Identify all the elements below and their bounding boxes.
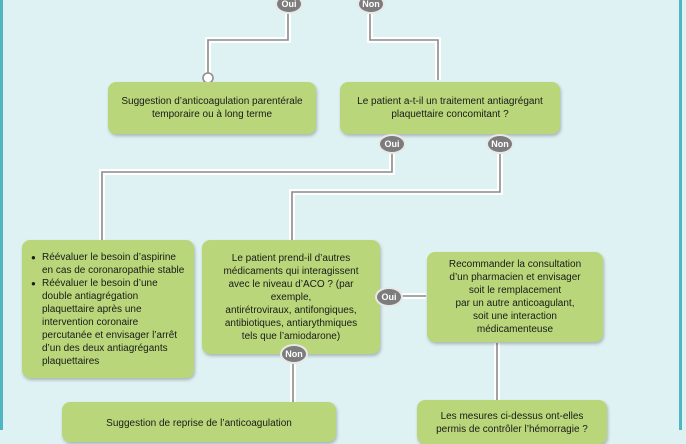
box-reevaluate-antiplatelets: Réévaluer le besoin d’aspirine en cas de… bbox=[22, 240, 194, 378]
box-bleeding-control-text: Les mesures ci-dessus ont-elles permis d… bbox=[436, 411, 588, 435]
badge-bottom-no: Non bbox=[280, 344, 308, 364]
connector-lines bbox=[99, 8, 503, 402]
diagram-frame bbox=[0, 0, 682, 430]
badge-right-yes: Oui bbox=[375, 287, 403, 307]
box-resume-text: Suggestion de reprise de l’anticoagulati… bbox=[106, 418, 292, 429]
box-antiplatelet-question: Le patient a-t-il un traitement antiagré… bbox=[340, 82, 560, 134]
box-pharmacist-text: Recommander la consultation d’un pharmac… bbox=[448, 259, 582, 335]
box-pharmacist-recommendation: Recommander la consultation d’un pharmac… bbox=[427, 252, 603, 342]
box-resume-anticoagulation: Suggestion de reprise de l’anticoagulati… bbox=[62, 402, 336, 442]
box-antiplatelet-text: Le patient a-t-il un traitement antiagré… bbox=[357, 96, 543, 120]
box-interacting-drugs-question: Le patient prend-il d’autres médicaments… bbox=[202, 240, 380, 354]
reevaluate-list: Réévaluer le besoin d’aspirine en cas de… bbox=[30, 251, 188, 368]
badge-top-no: Non bbox=[357, 0, 385, 14]
badge-mid-no: Non bbox=[486, 134, 514, 154]
badge-top-yes: Oui bbox=[275, 0, 303, 14]
reevaluate-item: Réévaluer le besoin d’aspirine en cas de… bbox=[31, 251, 188, 277]
reevaluate-item: Réévaluer le besoin d’une double antiagr… bbox=[31, 277, 188, 368]
box-parenteral-anticoagulation: Suggestion d’anticoagulation parentérale… bbox=[108, 82, 316, 134]
box-parenteral-text: Suggestion d’anticoagulation parentérale… bbox=[121, 96, 303, 120]
box-interacting-drugs-text: Le patient prend-il d’autres médicaments… bbox=[223, 252, 359, 342]
badge-mid-yes: Oui bbox=[378, 134, 406, 154]
box-bleeding-control-question: Les mesures ci-dessus ont-elles permis d… bbox=[417, 400, 607, 444]
